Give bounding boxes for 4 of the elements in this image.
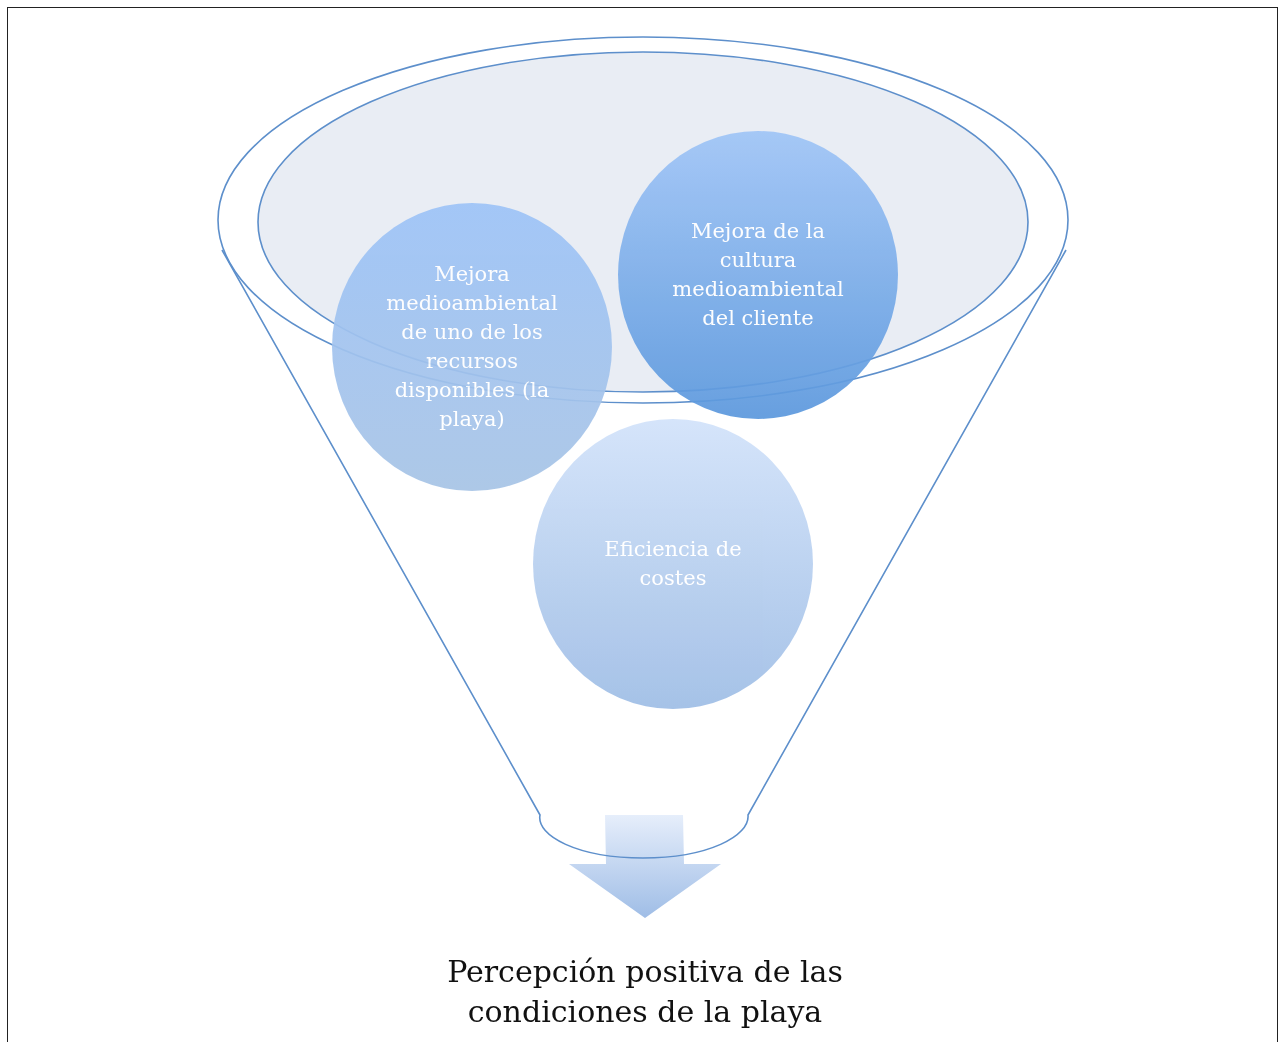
block-arrow [569,815,721,918]
funnel-shape [218,36,1070,862]
circle-node: Eficiencia de costes [533,419,813,709]
result-text: Percepción positiva de las condiciones de la playa [380,952,910,1038]
